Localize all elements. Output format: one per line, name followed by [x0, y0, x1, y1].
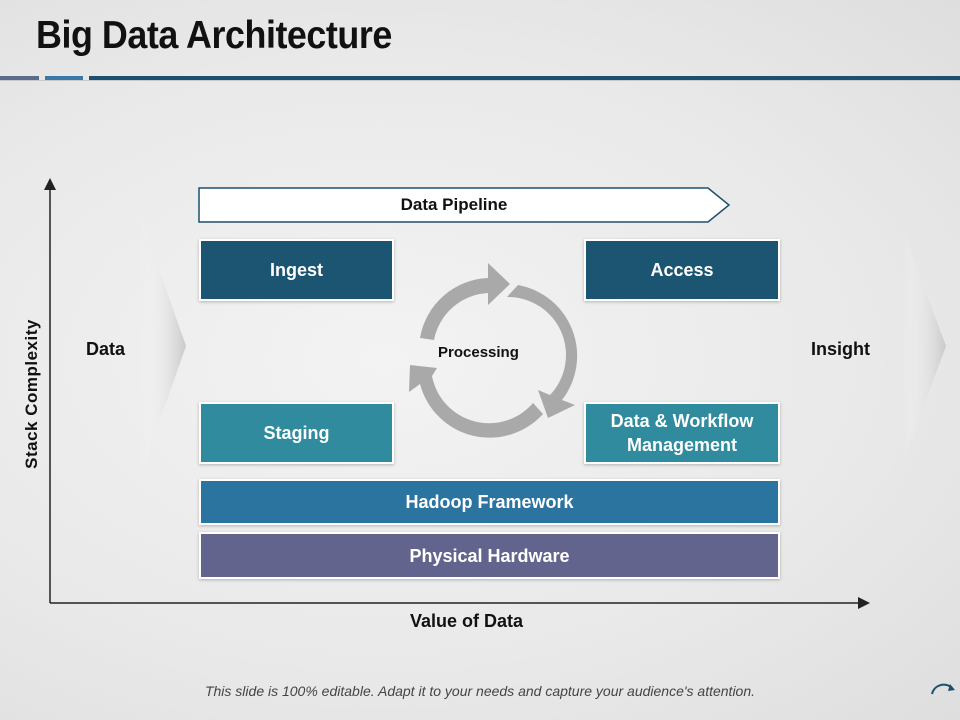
title-underline — [0, 80, 960, 81]
cycle-arrow-top — [420, 263, 510, 340]
ingest-label: Ingest — [269, 260, 323, 280]
access-label: Access — [650, 260, 714, 280]
ingest-box: Ingest — [199, 239, 394, 301]
access-box: Access — [584, 239, 780, 301]
title-rule-segment — [45, 76, 83, 80]
data-flow-chevron-left — [140, 215, 186, 477]
cycle-arrow-right — [507, 285, 578, 418]
hadoop-framework-box: Hadoop Framework — [199, 479, 780, 525]
staging-label: Staging — [263, 423, 330, 443]
data-workflow-management-box: Data & Workflow Management — [584, 402, 780, 464]
page-title: Big Data Architecture — [36, 14, 392, 57]
curve-arrow-head — [948, 684, 955, 691]
title-rule-segment — [0, 76, 39, 80]
processing-cycle — [409, 263, 578, 438]
physical-hardware-box: Physical Hardware — [199, 532, 780, 579]
cycle-arrow-bottom — [409, 365, 543, 438]
title-rule-segment — [89, 76, 960, 80]
insight-label: Insight — [811, 339, 870, 359]
workflow-label-line2: Management — [626, 435, 738, 455]
footer-note: This slide is 100% editable. Adapt it to… — [204, 683, 756, 699]
physical-hardware-label: Physical Hardware — [409, 545, 570, 566]
staging-box: Staging — [199, 402, 394, 464]
insight-flow-chevron-right — [902, 228, 946, 465]
data-pipeline-arrow — [198, 187, 731, 223]
data-label: Data — [86, 339, 126, 359]
workflow-label-line1: Data & Workflow — [610, 411, 754, 431]
x-axis-label: Value of Data — [410, 611, 524, 631]
hadoop-framework-label: Hadoop Framework — [405, 492, 574, 512]
processing-label: Processing — [438, 344, 519, 361]
data-pipeline-label: Data Pipeline — [400, 195, 508, 214]
